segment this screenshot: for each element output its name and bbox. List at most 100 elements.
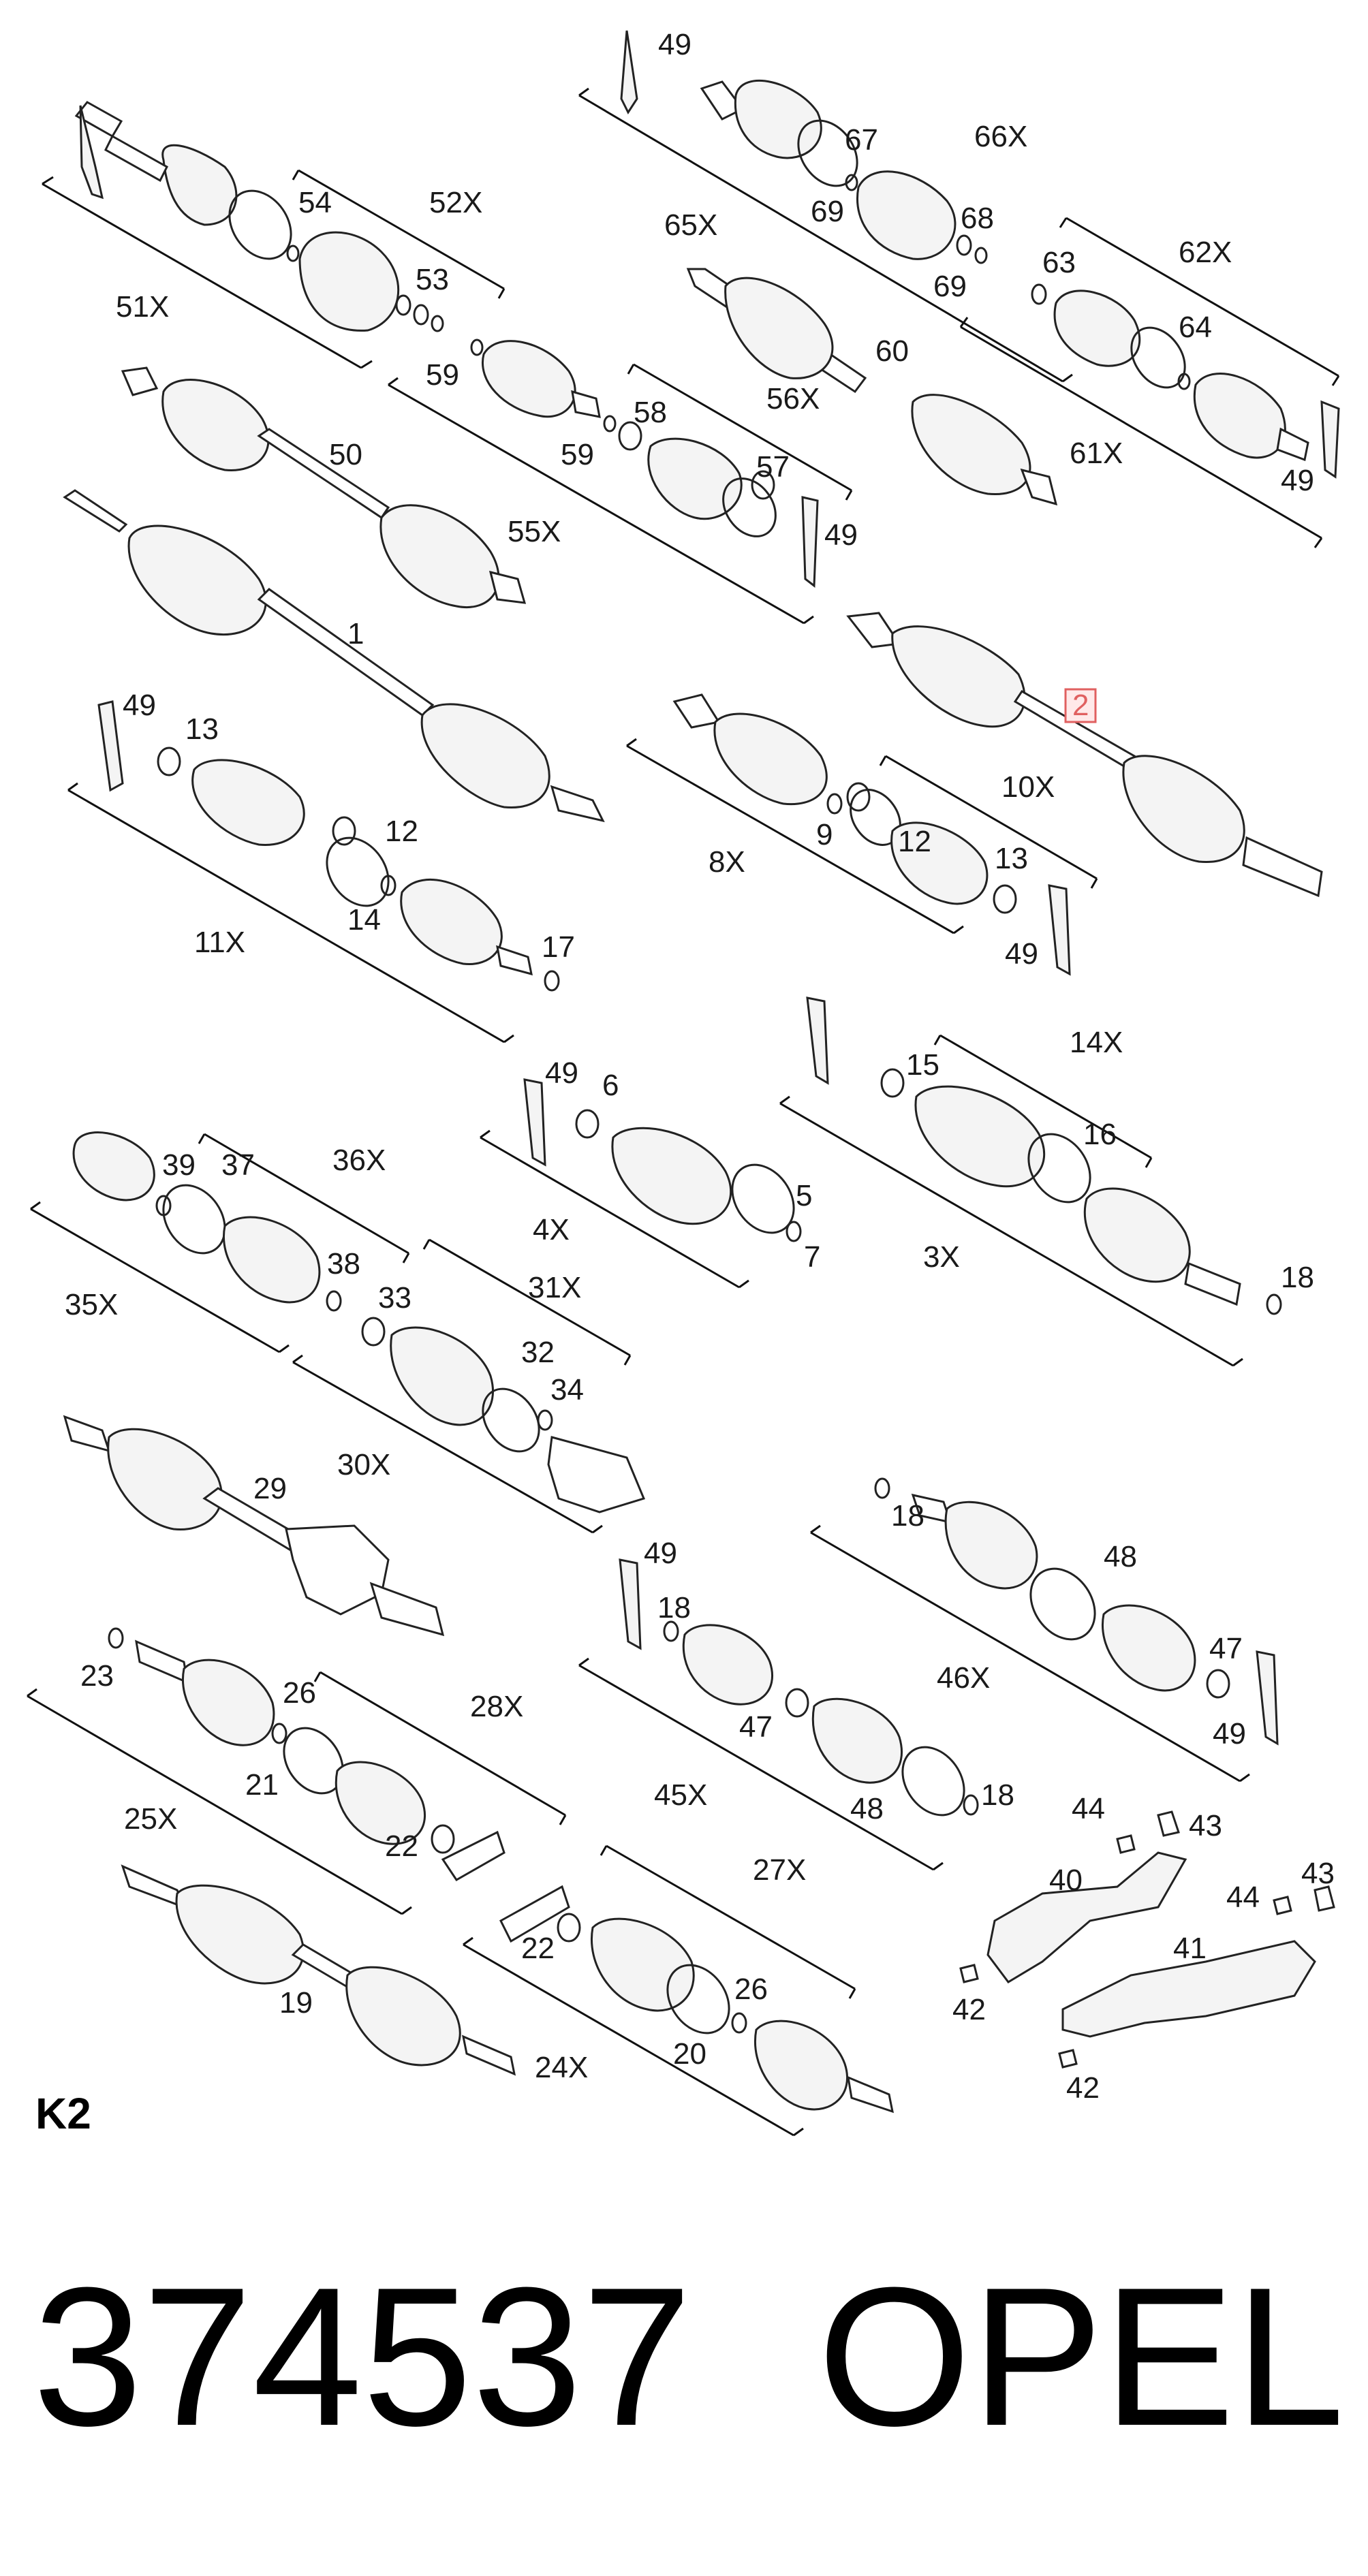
callout: 8X <box>709 845 745 879</box>
callout: 13 <box>995 842 1028 875</box>
callout: 4X <box>533 1213 570 1246</box>
callout: 55X <box>508 515 561 548</box>
callout: 31X <box>528 1271 581 1304</box>
callout: 62X <box>1179 236 1232 269</box>
callout: 23 <box>80 1659 114 1693</box>
callout: 44 <box>1226 1881 1260 1914</box>
callout: 49 <box>1213 1717 1246 1750</box>
callout: 42 <box>952 1993 986 2026</box>
callout: 60 <box>875 334 909 368</box>
callout: 15 <box>906 1048 939 1082</box>
shaft-19 <box>121 1864 516 2076</box>
group-30x <box>361 1317 646 1513</box>
brand-name: OPEL <box>818 2246 1345 2467</box>
callout: 59 <box>426 358 459 392</box>
shaft-2 <box>846 612 1323 898</box>
callout: 37 <box>221 1148 255 1182</box>
callout: 41 <box>1173 1932 1207 1965</box>
callout: 32 <box>521 1336 555 1369</box>
callout: 40 <box>1049 1864 1083 1897</box>
callout: 3X <box>923 1240 960 1274</box>
callout: 18 <box>657 1591 691 1624</box>
kit-bracket-lines <box>27 87 1340 2137</box>
callout: 26 <box>734 1973 768 2006</box>
callout: 69 <box>933 270 967 303</box>
callout: 52X <box>429 186 482 219</box>
callout: 64 <box>1179 311 1212 344</box>
callout: 26 <box>283 1676 316 1710</box>
callout: 58 <box>634 396 667 429</box>
callout: 35X <box>65 1288 118 1321</box>
callout: 51X <box>116 290 169 324</box>
callout: 45X <box>654 1778 707 1812</box>
highlighted-callout: 2 <box>1072 689 1089 722</box>
group-8x <box>672 693 1071 976</box>
group-46x <box>874 1477 1279 1746</box>
callout: 22 <box>521 1932 555 1965</box>
callout: 1 <box>347 617 364 650</box>
callout: 18 <box>891 1499 924 1533</box>
callout: 10X <box>1001 770 1055 804</box>
callout: 47 <box>1209 1632 1243 1665</box>
callout: 59 <box>561 438 594 471</box>
callout: 18 <box>1281 1261 1314 1294</box>
group-25x <box>108 1627 506 1881</box>
callout: 6 <box>602 1069 619 1102</box>
callout: 33 <box>378 1281 411 1315</box>
callout: 67 <box>845 123 878 157</box>
callout: 11X <box>194 926 245 959</box>
callout: 13 <box>185 712 219 746</box>
callout: 22 <box>385 1829 418 1863</box>
callout: 48 <box>850 1792 884 1825</box>
callout: 14 <box>347 903 381 937</box>
shaft-1 <box>63 489 605 823</box>
group-51x <box>74 101 444 332</box>
callout: 12 <box>385 815 418 848</box>
callout: 17 <box>542 930 575 964</box>
callout: 34 <box>550 1373 584 1407</box>
callout: 16 <box>1083 1118 1117 1151</box>
callout: 49 <box>824 518 858 552</box>
callout: 39 <box>162 1148 196 1182</box>
callout: 46X <box>937 1661 990 1695</box>
callout: 65X <box>664 208 717 242</box>
callout: 25X <box>124 1802 177 1836</box>
section-code: K2 <box>35 2089 91 2138</box>
group-66x <box>620 30 1340 506</box>
callout: 38 <box>327 1247 360 1281</box>
group-4x <box>523 1078 802 1242</box>
callout: 24X <box>535 2051 588 2084</box>
group-11x <box>97 700 560 992</box>
callout: 49 <box>1005 937 1038 971</box>
callout-labels: 49 67 66X 69 68 65X 69 62X 63 64 61X 49 … <box>65 28 1335 2105</box>
callout: 21 <box>245 1768 279 1802</box>
callout: 19 <box>279 1986 313 2020</box>
callout: 18 <box>981 1778 1014 1812</box>
callout: 20 <box>673 2037 706 2071</box>
callout: 44 <box>1072 1792 1105 1825</box>
callout: 48 <box>1104 1540 1137 1573</box>
callout: 50 <box>329 438 362 471</box>
group-45x <box>619 1558 979 1817</box>
part-number: 374537 <box>33 2246 692 2467</box>
callout: 29 <box>253 1472 287 1505</box>
callout: 28X <box>470 1690 523 1723</box>
callout: 57 <box>756 450 790 484</box>
callout: 68 <box>961 202 994 235</box>
callout: 30X <box>337 1448 390 1481</box>
callout: 27X <box>753 1853 806 1887</box>
callout: 54 <box>298 186 332 219</box>
shaft-29 <box>63 1415 445 1637</box>
callout: 49 <box>1281 464 1314 497</box>
callout: 42 <box>1066 2071 1100 2105</box>
callout: 66X <box>974 120 1027 153</box>
callout: 69 <box>811 195 844 228</box>
callout: 49 <box>123 689 156 722</box>
callout: 43 <box>1189 1809 1222 1842</box>
callout: 36X <box>332 1144 386 1177</box>
highlight-box <box>1064 688 1097 723</box>
callout: 5 <box>796 1179 812 1212</box>
callout: 56X <box>766 382 820 415</box>
group-35x <box>72 1131 342 1312</box>
